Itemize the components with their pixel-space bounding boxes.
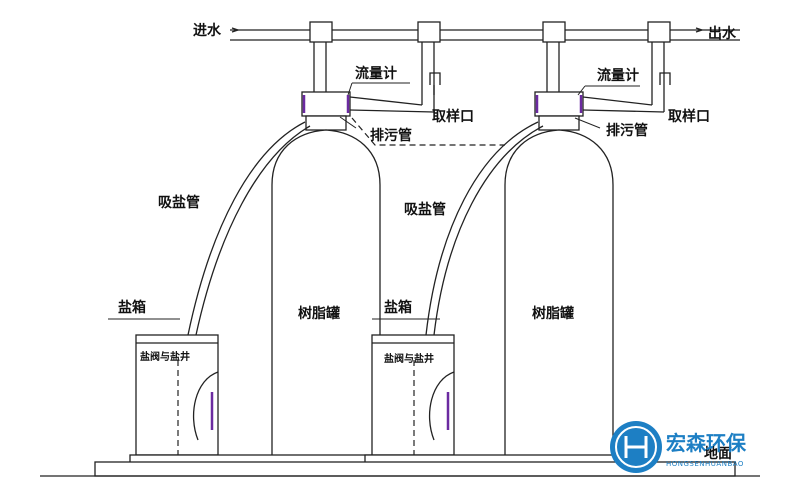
unit-right bbox=[364, 42, 671, 464]
drain-pipe-label-right: 排污管 bbox=[606, 122, 648, 139]
leaf-h-logo-icon bbox=[610, 421, 662, 473]
leader-lines bbox=[108, 82, 640, 320]
brine-valve-label-left: 盐阀与盐井 bbox=[140, 350, 190, 363]
brine-valve-label-right: 盐阀与盐井 bbox=[384, 352, 434, 365]
brine-tank-label-left: 盐箱 bbox=[118, 299, 146, 316]
brine-suction-label-right: 吸盐管 bbox=[404, 201, 446, 218]
resin-tank-label-right: 树脂罐 bbox=[532, 305, 574, 322]
brand-logo: 宏森环保 HONGSENHUANBAO bbox=[610, 421, 747, 473]
sampling-port-label-right: 取样口 bbox=[668, 108, 710, 125]
ground-base bbox=[40, 461, 760, 477]
brine-suction-label-left: 吸盐管 bbox=[158, 194, 200, 211]
resin-tank-label-left: 树脂罐 bbox=[298, 305, 340, 322]
outlet-label: 出水 bbox=[708, 25, 737, 42]
logo-name: 宏森环保 bbox=[666, 431, 747, 455]
sampling-port-label-left: 取样口 bbox=[432, 108, 474, 125]
inlet-label: 进水 bbox=[193, 22, 222, 39]
header-tees bbox=[309, 21, 671, 43]
brine-tank-label-right: 盐箱 bbox=[384, 299, 412, 316]
logo-subtitle: HONGSENHUANBAO bbox=[666, 460, 744, 468]
flow-meter-label-left: 流量计 bbox=[355, 65, 397, 82]
flow-meter-label-right: 流量计 bbox=[597, 67, 639, 84]
drain-pipe-label-left: 排污管 bbox=[370, 127, 412, 144]
ground-label: 地面 bbox=[704, 445, 732, 462]
unit-left bbox=[129, 42, 505, 464]
